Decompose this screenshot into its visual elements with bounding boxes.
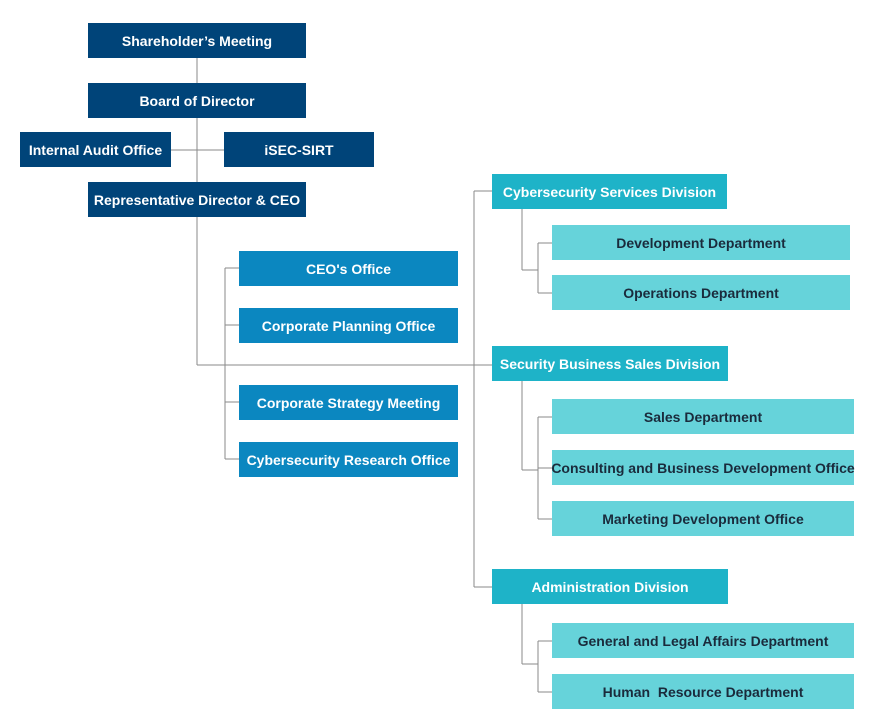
- isec-sirt-label: iSEC-SIRT: [264, 141, 334, 158]
- division-label: Cybersecurity Services Division: [502, 183, 717, 200]
- sales-department-box: Sales Department: [552, 399, 854, 434]
- ceo-office-box: CEO's Office: [239, 251, 458, 286]
- representative-director-ceo-box: Representative Director & CEO: [88, 182, 306, 217]
- department-label: Human Resource Department: [602, 683, 804, 700]
- corporate-planning-office-box: Corporate Planning Office: [239, 308, 458, 343]
- shareholders-meeting-label: Shareholder’s Meeting: [121, 32, 273, 49]
- consulting-business-development-office-box: Consulting and Business Development Offi…: [551, 450, 855, 485]
- corporate-strategy-meeting-label: Corporate Strategy Meeting: [256, 394, 441, 411]
- board-of-director-box: Board of Director: [88, 83, 306, 118]
- isec-sirt-box: iSEC-SIRT: [224, 132, 374, 167]
- department-label: Consulting and Business Development Offi…: [551, 459, 855, 476]
- ceo-office-label: CEO's Office: [305, 260, 392, 277]
- division-label: Security Business Sales Division: [499, 355, 721, 372]
- internal-audit-office-box: Internal Audit Office: [20, 132, 171, 167]
- corporate-strategy-meeting-box: Corporate Strategy Meeting: [239, 385, 458, 420]
- division-label: Administration Division: [531, 578, 689, 595]
- board-of-director-label: Board of Director: [139, 92, 255, 109]
- development-department-box: Development Department: [552, 225, 850, 260]
- department-label: Development Department: [616, 234, 786, 251]
- operations-department-box: Operations Department: [552, 275, 850, 310]
- representative-director-ceo-label: Representative Director & CEO: [93, 191, 301, 208]
- internal-audit-office-label: Internal Audit Office: [28, 141, 163, 158]
- department-label: Sales Department: [643, 408, 763, 425]
- department-label: General and Legal Affairs Department: [577, 632, 829, 649]
- administration-division-box: Administration Division: [492, 569, 728, 604]
- department-label: Operations Department: [623, 284, 779, 301]
- shareholders-meeting-box: Shareholder’s Meeting: [88, 23, 306, 58]
- security-business-sales-division-box: Security Business Sales Division: [492, 346, 728, 381]
- cybersecurity-research-office-label: Cybersecurity Research Office: [246, 451, 451, 468]
- marketing-development-office-box: Marketing Development Office: [552, 501, 854, 536]
- cybersecurity-research-office-box: Cybersecurity Research Office: [239, 442, 458, 477]
- human-resource-department-box: Human Resource Department: [552, 674, 854, 709]
- corporate-planning-office-label: Corporate Planning Office: [261, 317, 436, 334]
- department-label: Marketing Development Office: [602, 510, 804, 527]
- cybersecurity-services-division-box: Cybersecurity Services Division: [492, 174, 727, 209]
- general-legal-affairs-department-box: General and Legal Affairs Department: [552, 623, 854, 658]
